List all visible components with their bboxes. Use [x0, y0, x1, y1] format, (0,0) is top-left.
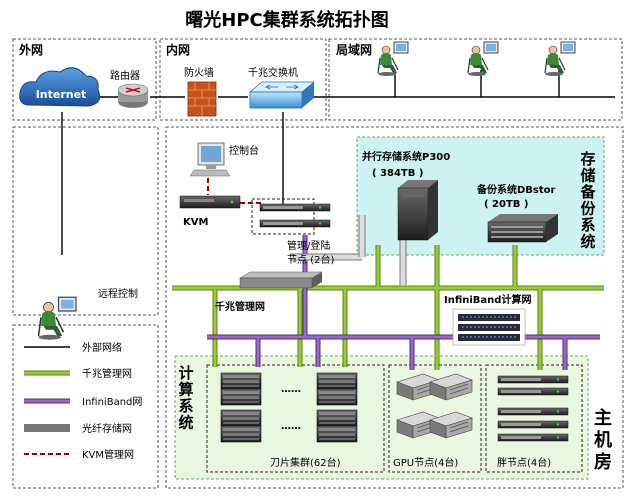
legend-label-gigabit: 千兆管理网 [82, 367, 132, 380]
internal-zone [159, 38, 327, 121]
infiniband-lines [207, 235, 600, 370]
fat-nodes-label: 胖节点(4台) [497, 456, 551, 469]
zone-label-internal: 内网 [166, 42, 190, 57]
parallel-storage-size: ( 384TB ) [372, 168, 423, 179]
kvm-lines [207, 178, 262, 204]
vcompute-char: 系 [178, 397, 193, 415]
vstorage-char: 份 [580, 200, 596, 218]
kvm-label: KVM [183, 217, 208, 228]
vcompute-char: 算 [178, 381, 193, 399]
zone-label-lan: 局域网 [336, 42, 372, 57]
vstorage-char: 统 [580, 233, 595, 251]
internet-label: Internet [36, 88, 87, 101]
vcompute-char: 计 [178, 364, 193, 382]
machine-room-zone [165, 126, 624, 489]
mgmt-switch-icon [239, 271, 323, 289]
mgmt-login-nodes [251, 198, 331, 235]
vstorage-char: 存 [580, 150, 595, 168]
gpu-nodes-label: GPU节点(4台) [393, 456, 458, 469]
backup-system-label: 备份系统DBstor [476, 183, 556, 196]
internet-cloud: Internet [19, 67, 101, 107]
firewall-icon [187, 81, 217, 117]
zone-label-external: 外网 [19, 42, 43, 57]
infiniband-net-label: InfiniBand计算网 [444, 293, 531, 306]
vstorage-char: 系 [580, 216, 595, 234]
legend-label-external: 外部网络 [82, 341, 122, 354]
lan-user-icons [377, 41, 576, 77]
remote-zone [12, 126, 159, 316]
vcompute-char: 统 [178, 414, 193, 432]
lan-zone [328, 38, 623, 121]
mgmt-login-count: 节点 (2台) [287, 253, 334, 266]
mgmt-login-label: 管理/登陆 [287, 239, 330, 252]
blade-ellipsis-top: …… [281, 384, 301, 395]
backup-size: ( 20TB ) [484, 199, 528, 210]
legend-label-fiber: 光纤存储网 [82, 422, 132, 435]
fat-group-box [485, 364, 583, 473]
external-zone [12, 38, 157, 121]
vroom-char: 主 [594, 407, 612, 429]
firewall-label: 防火墙 [184, 66, 214, 79]
parallel-storage-label: 并行存储系统P300 [362, 150, 450, 163]
fiber-storage-lines [290, 215, 407, 285]
gigabit-mgmt-net-label: 千兆管理网 [215, 300, 265, 313]
kvm-icon [179, 195, 241, 209]
legend-label-kvm: KVM管理网 [82, 448, 134, 461]
vstorage-char: 储 [580, 167, 595, 185]
remote-user-icon [37, 296, 77, 341]
vstorage-char: 备 [579, 183, 596, 201]
vroom-char: 机 [594, 430, 612, 451]
router-label: 路由器 [110, 69, 140, 82]
legend-label-infiniband: InfiniBand网 [82, 396, 142, 408]
console-label: 控制台 [229, 144, 259, 157]
remote-control-label: 远程控制 [98, 287, 138, 300]
router-icon [117, 83, 149, 108]
legend-zone [12, 324, 159, 489]
legend: 外部网络 千兆管理网 InfiniBand网 光纤存储网 KVM管理网 [24, 341, 142, 461]
blade-cluster-label: 刀片集群(62台) [270, 456, 341, 469]
gigabit-switch-label: 千兆交换机 [248, 66, 298, 79]
blade-ellipsis-bottom: …… [281, 421, 301, 432]
parallel-storage-icon [397, 180, 438, 241]
console-monitor-icon [189, 142, 231, 177]
backup-system-icon [487, 214, 558, 243]
gigabit-switch-icon [248, 81, 316, 109]
blade-group-box [206, 364, 385, 473]
infiniband-switch-icon [452, 308, 526, 346]
vroom-char: 房 [594, 451, 612, 473]
page-title: 曙光HPC集群系统拓扑图 [185, 9, 388, 31]
machine-room-label: 主机房 [594, 407, 612, 473]
